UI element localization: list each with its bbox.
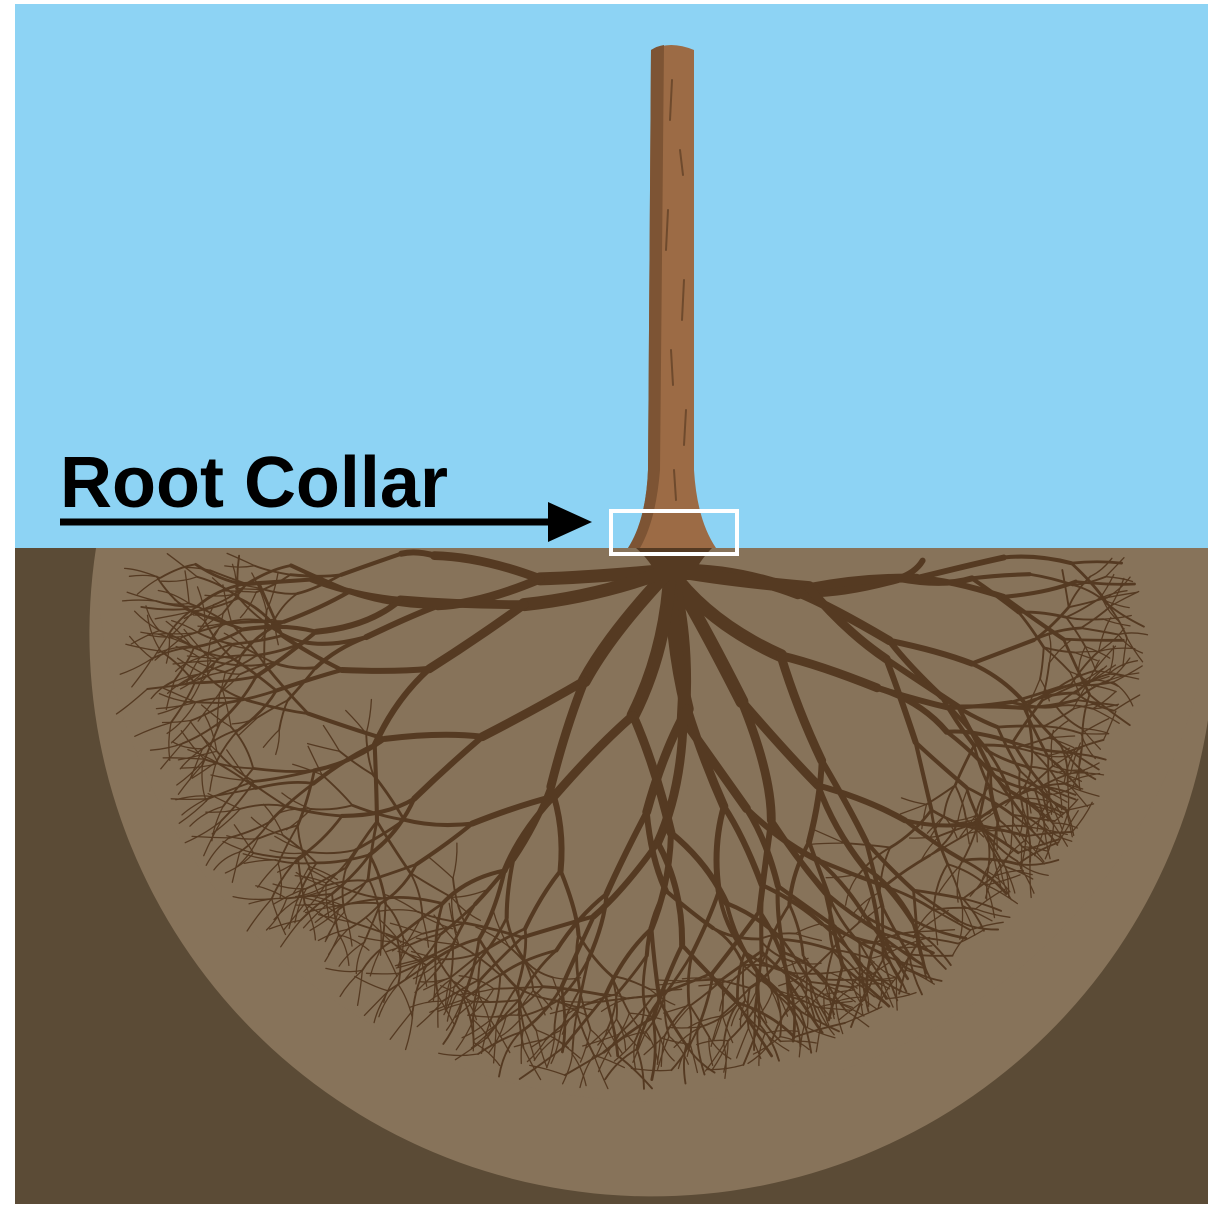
root-branch — [342, 669, 429, 671]
root-collar-label: Root Collar — [60, 443, 448, 523]
root-branch — [1081, 733, 1109, 734]
root-branch — [290, 575, 341, 577]
root-branch — [998, 726, 1045, 727]
root-branch — [722, 979, 723, 1015]
root-branch — [375, 745, 377, 822]
root-branch — [188, 702, 227, 703]
root-branch — [1071, 562, 1121, 563]
root-branch — [400, 600, 524, 605]
root-branch — [401, 552, 434, 555]
root-branch — [958, 706, 1024, 708]
